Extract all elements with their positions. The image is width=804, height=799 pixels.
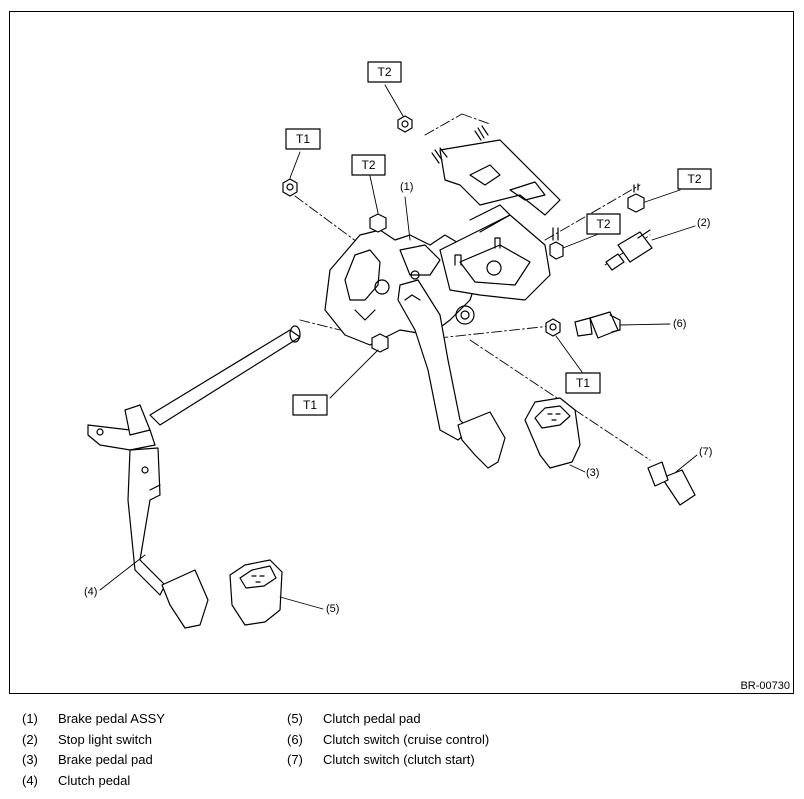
- svg-text:T2: T2: [377, 65, 391, 79]
- svg-text:T1: T1: [576, 376, 590, 390]
- legend-item: (6)Clutch switch (cruise control): [287, 731, 490, 747]
- svg-text:T1: T1: [303, 398, 317, 412]
- legend-item: (4)Clutch pedal: [22, 772, 131, 788]
- callout-1: (1): [400, 181, 413, 193]
- clutch-switch-cruise: [574, 311, 621, 339]
- torque-box-t1-left: T1: [285, 128, 321, 150]
- fasteners: [282, 115, 645, 353]
- brake-pedal-pad: [524, 397, 581, 469]
- legend-left-column: (1)Brake pedal ASSY (2)Stop light switch…: [22, 711, 165, 793]
- figure-frame: [9, 11, 794, 694]
- clutch-switch-start: [647, 461, 696, 506]
- figure-code: BR-00730: [740, 680, 790, 692]
- torque-box-t2-top: T2: [367, 61, 402, 83]
- svg-text:T2: T2: [596, 217, 610, 231]
- callout-7: (7): [699, 446, 712, 458]
- legend-item: (7)Clutch switch (clutch start): [287, 752, 475, 767]
- torque-box-t1-right: T1: [565, 372, 601, 394]
- callout-5: (5): [326, 603, 339, 615]
- legend-item: (2)Stop light switch: [22, 731, 152, 747]
- callout-4: (4): [84, 586, 97, 598]
- torque-box-t2-mid: T2: [351, 154, 386, 176]
- legend-right-column: (5)Clutch pedal pad (6)Clutch switch (cr…: [287, 711, 489, 773]
- clutch-pedal-pad: [229, 559, 283, 626]
- torque-box-t2-right: T2: [677, 168, 712, 190]
- callout-3: (3): [586, 467, 599, 479]
- legend-item: (3)Brake pedal pad: [22, 752, 153, 767]
- svg-text:T2: T2: [687, 172, 701, 186]
- torque-box-t2-lower: T2: [586, 213, 621, 235]
- legend-item: (5)Clutch pedal pad: [287, 711, 421, 726]
- brake-pedal-lever: [397, 279, 506, 469]
- pedal-assembly-drawing: T2 T1 T2 T2 T2 T1 T1 (1) (2) (3) (4) (5)…: [84, 61, 712, 629]
- torque-box-t1-lower: T1: [292, 394, 328, 416]
- stop-light-switch: [605, 229, 653, 271]
- callout-2: (2): [697, 217, 710, 229]
- svg-text:T1: T1: [296, 132, 310, 146]
- callout-leaders: [99, 84, 698, 610]
- legend: (1)Brake pedal ASSY (2)Stop light switch…: [22, 711, 802, 799]
- clutch-pedal: [87, 325, 301, 629]
- callout-6: (6): [673, 318, 686, 330]
- legend-item: (1)Brake pedal ASSY: [22, 711, 165, 726]
- svg-text:T2: T2: [361, 158, 375, 172]
